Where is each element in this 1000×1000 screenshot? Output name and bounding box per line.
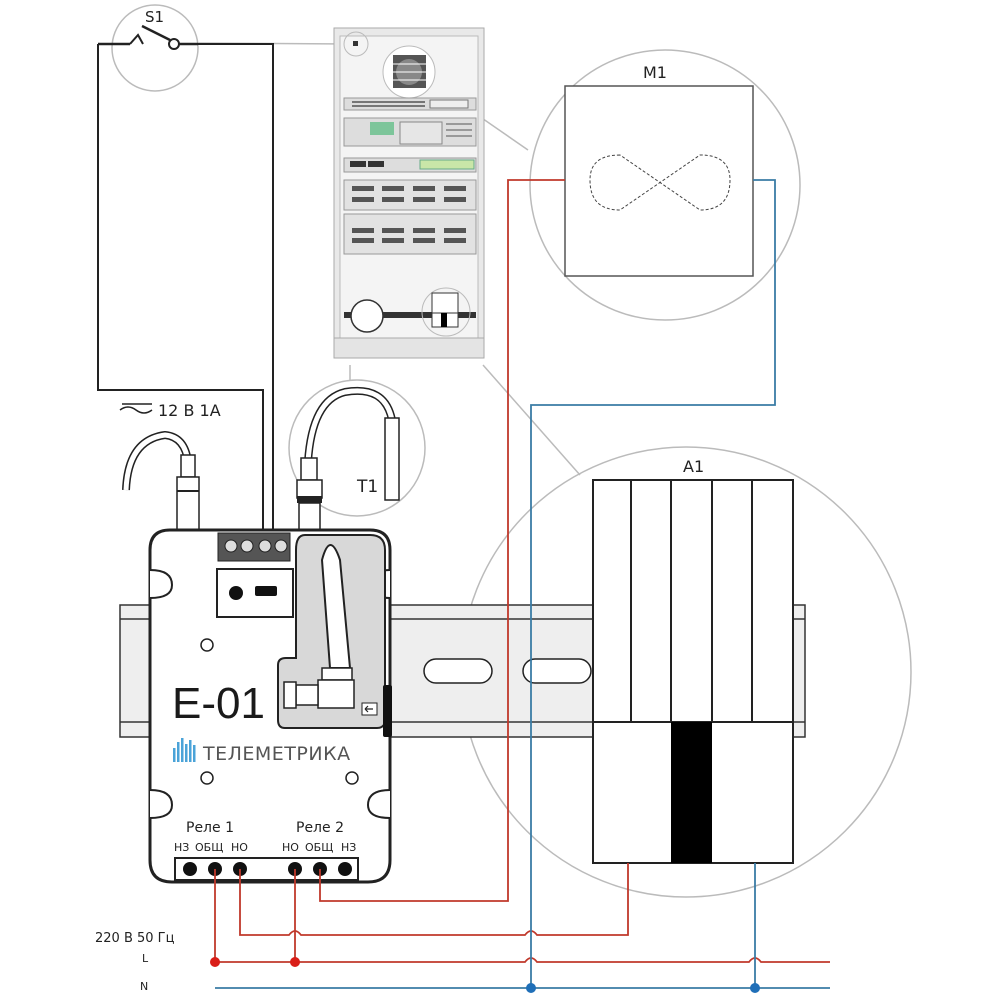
relay1-nc: НЗ (174, 841, 189, 854)
device-e01: E-01 ТЕЛЕМЕТРИКА Реле 1 Реле 2 НЗ ОБЩ НО… (148, 528, 392, 884)
switch-label: S1 (145, 8, 164, 26)
junction-dots (210, 957, 760, 993)
relay2-com: ОБЩ (305, 841, 333, 854)
neutral-wires (215, 179, 830, 989)
line-n-label: N (140, 980, 148, 993)
phase-wires (214, 179, 830, 963)
temperature-sensor-t1: T1 (296, 386, 400, 534)
actuator-label: A1 (683, 457, 704, 476)
relay2-label: Реле 2 (296, 820, 344, 836)
relay1-no: НО (231, 841, 248, 854)
relay1-label: Реле 1 (186, 820, 234, 836)
sensor-label: T1 (356, 477, 378, 497)
relay2-no: НО (282, 841, 299, 854)
usb-port (255, 586, 277, 596)
device-model: E-01 (172, 679, 265, 728)
line-l-label: L (142, 952, 149, 965)
rack-cabinet (333, 27, 485, 359)
motor-label: M1 (643, 63, 667, 82)
power-supply-label: 12 В 1А (158, 401, 221, 420)
switch-s1: S1 (97, 8, 274, 530)
relay1-com: ОБЩ (195, 841, 223, 854)
actuator-a1: A1 (592, 457, 794, 864)
motor-m1: M1 (564, 63, 754, 277)
antenna (320, 544, 352, 669)
fan-icon (382, 45, 436, 99)
mains-label: 220 В 50 Гц (95, 931, 175, 946)
power-cable: 12 В 1А (119, 401, 221, 534)
callout-sensor (288, 365, 426, 517)
side-clip (383, 685, 392, 737)
relay-terminal-block (174, 857, 359, 881)
telemetrika-logo-icon (173, 738, 196, 762)
relay2-nc: НЗ (341, 841, 356, 854)
brand-name: ТЕЛЕМЕТРИКА (202, 743, 351, 765)
ac-dc-icon (119, 403, 153, 414)
led-indicator (229, 586, 243, 600)
